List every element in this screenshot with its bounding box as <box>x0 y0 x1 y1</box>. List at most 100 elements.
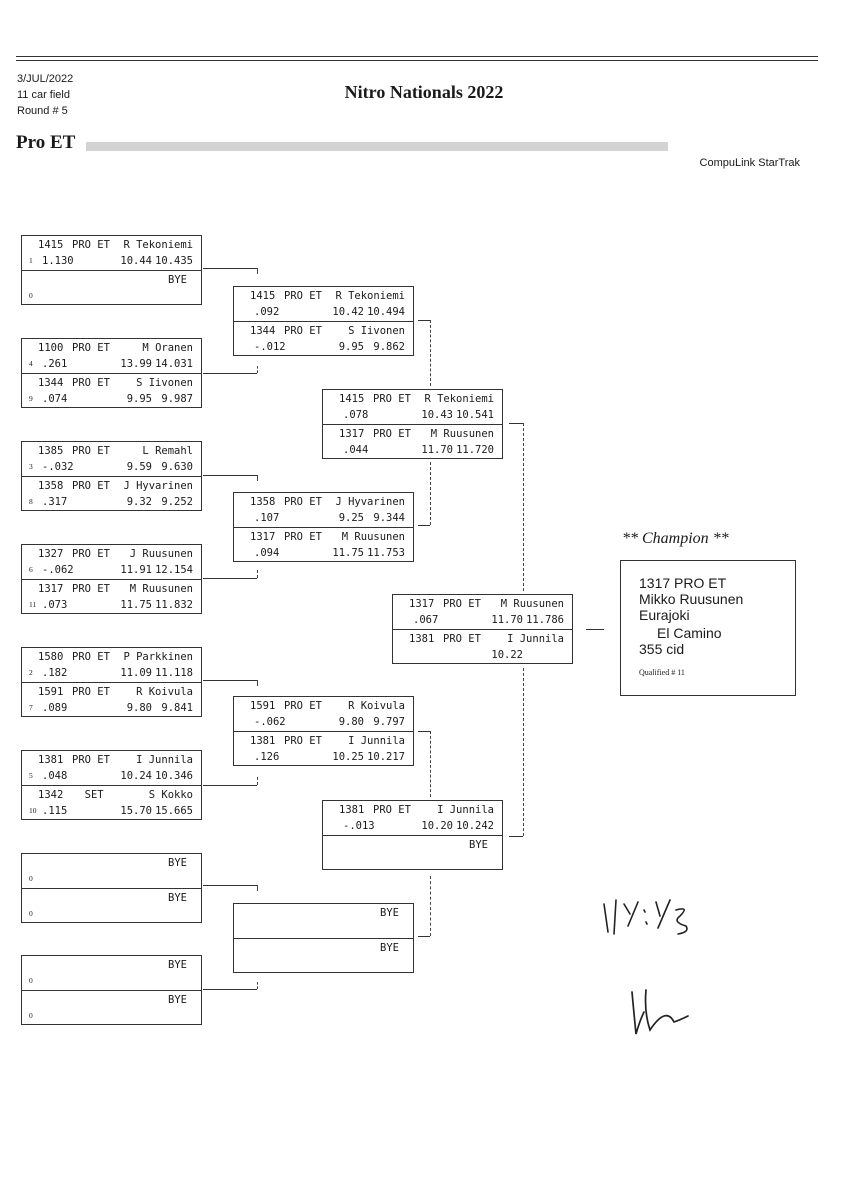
reaction-time: .107 <box>254 512 280 524</box>
connector <box>523 423 524 591</box>
champion-vehicle: El Camino <box>657 625 722 641</box>
connector <box>203 885 257 886</box>
dial-or-speed: 9.344 <box>373 512 405 524</box>
driver-name: M Ruusunen <box>500 598 564 610</box>
car-class: PRO ET <box>72 377 110 389</box>
driver-name: M Ruusunen <box>341 531 405 543</box>
champion-driver: Mikko Ruusunen <box>639 591 744 607</box>
elapsed-time: 9.80 <box>338 716 364 728</box>
reaction-time: .074 <box>42 393 68 405</box>
elapsed-time: 10.20 <box>421 820 453 832</box>
car-number: 1327 <box>38 548 64 560</box>
dial-or-speed: 9.987 <box>161 393 193 405</box>
handwritten-time-note <box>603 899 688 935</box>
reaction-time: .073 <box>42 599 68 611</box>
champion-qualified: Qualified # 11 <box>639 668 685 677</box>
car-number: 1342 <box>38 789 64 801</box>
elapsed-time: 11.75 <box>332 547 364 559</box>
driver-name: S Iivonen <box>348 325 405 337</box>
driver-name: R Tekoniemi <box>335 290 405 302</box>
connector <box>430 876 431 936</box>
bye-entry: BYE <box>323 835 502 869</box>
dial-or-speed: 10.541 <box>456 409 494 421</box>
elapsed-time: 11.70 <box>421 444 453 456</box>
reaction-time: .044 <box>343 444 369 456</box>
driver-name: R Tekoniemi <box>424 393 494 405</box>
connector <box>257 885 258 891</box>
seed-number: 9 <box>29 394 33 403</box>
car-number: 1415 <box>250 290 276 302</box>
round-number: Round # 5 <box>17 105 68 117</box>
dial-or-speed: 11.720 <box>456 444 494 456</box>
reaction-time: .115 <box>42 805 68 817</box>
seed-number: 2 <box>29 668 33 677</box>
driver-name: R Koivula <box>348 700 405 712</box>
field-size: 11 car field <box>17 89 70 101</box>
reaction-time: .317 <box>42 496 68 508</box>
dial-or-speed: 10.435 <box>155 255 193 267</box>
bye-label: BYE <box>168 857 187 869</box>
car-number: 1100 <box>38 342 64 354</box>
bye-label: BYE <box>168 959 187 971</box>
seed-number: 5 <box>29 771 33 780</box>
car-class: PRO ET <box>72 342 110 354</box>
car-class: PRO ET <box>373 804 411 816</box>
driver-name: J Ruusunen <box>129 548 193 560</box>
driver-name: I Junnila <box>437 804 494 816</box>
seed-number: 0 <box>29 1011 33 1020</box>
elapsed-time: 9.95 <box>338 341 364 353</box>
driver-name: I Junnila <box>507 633 564 645</box>
event-date: 3/JUL/2022 <box>17 73 74 85</box>
connector <box>257 570 258 578</box>
bye-label: BYE <box>168 994 187 1006</box>
driver-name: M Ruusunen <box>129 583 193 595</box>
seed-number: 3 <box>29 462 33 471</box>
car-class: PRO ET <box>72 686 110 698</box>
seed-number: 1 <box>29 256 33 265</box>
seed-number: 0 <box>29 909 33 918</box>
driver-name: M Oranen <box>142 342 193 354</box>
car-class: PRO ET <box>284 531 322 543</box>
car-number: 1381 <box>38 754 64 766</box>
car-class: PRO ET <box>72 239 110 251</box>
car-number: 1381 <box>250 735 276 747</box>
seed-number: 10 <box>29 806 37 815</box>
reaction-time: .067 <box>413 614 439 626</box>
car-class: PRO ET <box>72 445 110 457</box>
bye-label: BYE <box>469 839 488 851</box>
connector <box>418 936 430 937</box>
car-number: 1381 <box>339 804 365 816</box>
connector <box>257 268 258 274</box>
car-class: PRO ET <box>72 548 110 560</box>
elapsed-time: 9.80 <box>126 702 152 714</box>
dial-or-speed: 11.832 <box>155 599 193 611</box>
handwritten-signature <box>631 989 689 1035</box>
connector <box>203 268 257 269</box>
seed-number: 8 <box>29 497 33 506</box>
car-class: PRO ET <box>72 583 110 595</box>
elapsed-time: 9.25 <box>338 512 364 524</box>
header-rule-bottom <box>16 60 818 61</box>
elapsed-time: 11.09 <box>120 667 152 679</box>
car-class: PRO ET <box>284 700 322 712</box>
reaction-time: -.062 <box>42 564 74 576</box>
dial-or-speed: 9.630 <box>161 461 193 473</box>
reaction-time: -.012 <box>254 341 286 353</box>
champion-engine: 355 cid <box>639 641 685 657</box>
